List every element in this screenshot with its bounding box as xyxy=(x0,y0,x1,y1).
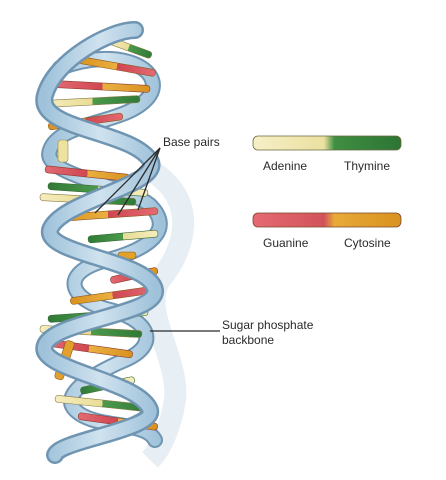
base-pair-rung xyxy=(57,139,69,163)
base-pairs-pointers xyxy=(94,147,161,216)
base-pair-rung xyxy=(54,80,151,93)
base-pair-rung xyxy=(87,229,159,244)
legend-label-cytosine: Cytosine xyxy=(344,236,391,250)
base-pairs-label: Base pairs xyxy=(163,135,220,149)
legend-label-adenine: Adenine xyxy=(263,159,308,173)
sugar-phosphate-label: Sugar phosphate xyxy=(222,318,314,332)
legend-bar-adenine-thymine xyxy=(252,135,402,151)
legend-label-thymine: Thymine xyxy=(344,159,391,173)
legend-label-guanine: Guanine xyxy=(263,236,309,250)
backbone-label: backbone xyxy=(222,333,275,347)
legend-bar-guanine-cytosine xyxy=(252,212,402,228)
helix-shadow xyxy=(141,160,195,468)
